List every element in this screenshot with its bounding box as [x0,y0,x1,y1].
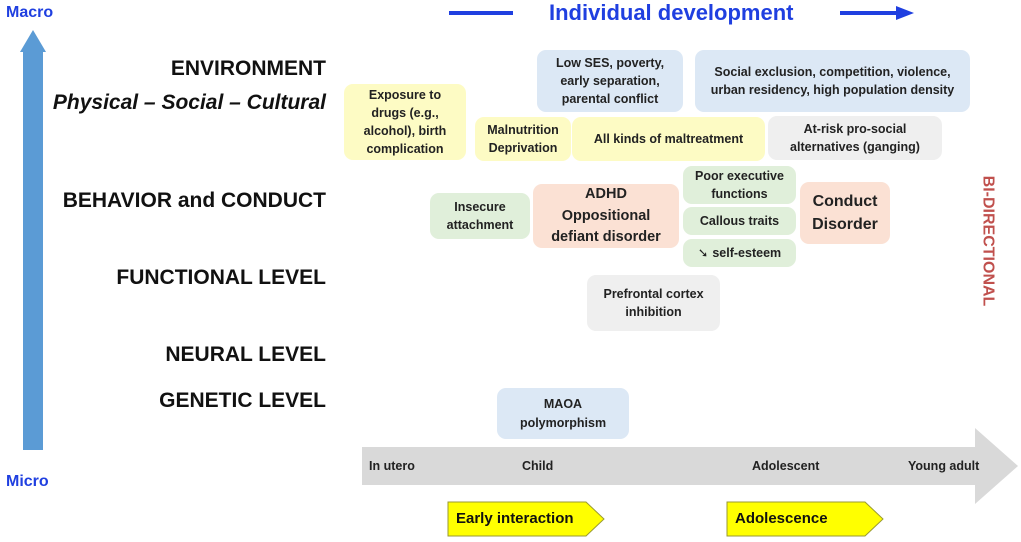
diagram-title: Individual development [549,0,794,25]
box-poor-executive: Poor executive functions [683,166,796,204]
box-maoa: MAOA polymorphism [497,388,629,439]
stage-in-utero: In utero [369,459,415,473]
box-at-risk: At-risk pro-social alternatives (ganging… [768,116,942,160]
box-adhd: ADHD Oppositional defiant disorder [533,184,679,248]
stage-young-adult: Young adult [908,459,980,473]
development-arrow [449,6,914,20]
bidirectional-label: BI-DIRECTIONAL [979,175,996,307]
level-functional: FUNCTIONAL LEVEL [116,266,326,289]
macro-label: Macro [6,4,54,21]
stage-child: Child [522,459,554,473]
stage-adolescent: Adolescent [752,459,820,473]
box-prefrontal-cortex: Prefrontal cortex inhibition [587,275,720,331]
micro-label: Micro [6,473,49,490]
box-malnutrition: Malnutrition Deprivation [475,117,571,161]
decrease-arrow-icon: ➘ [697,245,709,260]
level-environment-subtitle: Physical – Social – Cultural [52,91,326,114]
level-environment: ENVIRONMENT [170,57,326,80]
level-neural: NEURAL LEVEL [165,343,326,366]
box-maltreatment: All kinds of maltreatment [572,117,765,161]
level-behavior: BEHAVIOR and CONDUCT [62,189,326,212]
vertical-axis-arrow [20,30,46,450]
box-insecure-attachment: Insecure attachment [430,193,530,239]
phase-early-interaction: Early interaction [456,510,574,527]
phase-adolescence: Adolescence [735,510,828,527]
box-exposure-drugs: Exposure to drugs (e.g., alcohol), birth… [344,84,466,160]
bidirectional-label-wrap: BI-DIRECTIONAL [976,166,998,316]
box-self-esteem: ➘ self-esteem [683,239,796,267]
box-conduct-disorder: Conduct Disorder [800,182,890,244]
level-genetic: GENETIC LEVEL [159,389,326,412]
box-low-ses: Low SES, poverty, early separation, pare… [537,50,683,112]
self-esteem-label: self-esteem [712,245,782,260]
timeline-arrow [362,428,1018,504]
phase-arrows [447,501,884,537]
box-callous-traits: Callous traits [683,207,796,235]
box-social-exclusion: Social exclusion, competition, violence,… [695,50,970,112]
